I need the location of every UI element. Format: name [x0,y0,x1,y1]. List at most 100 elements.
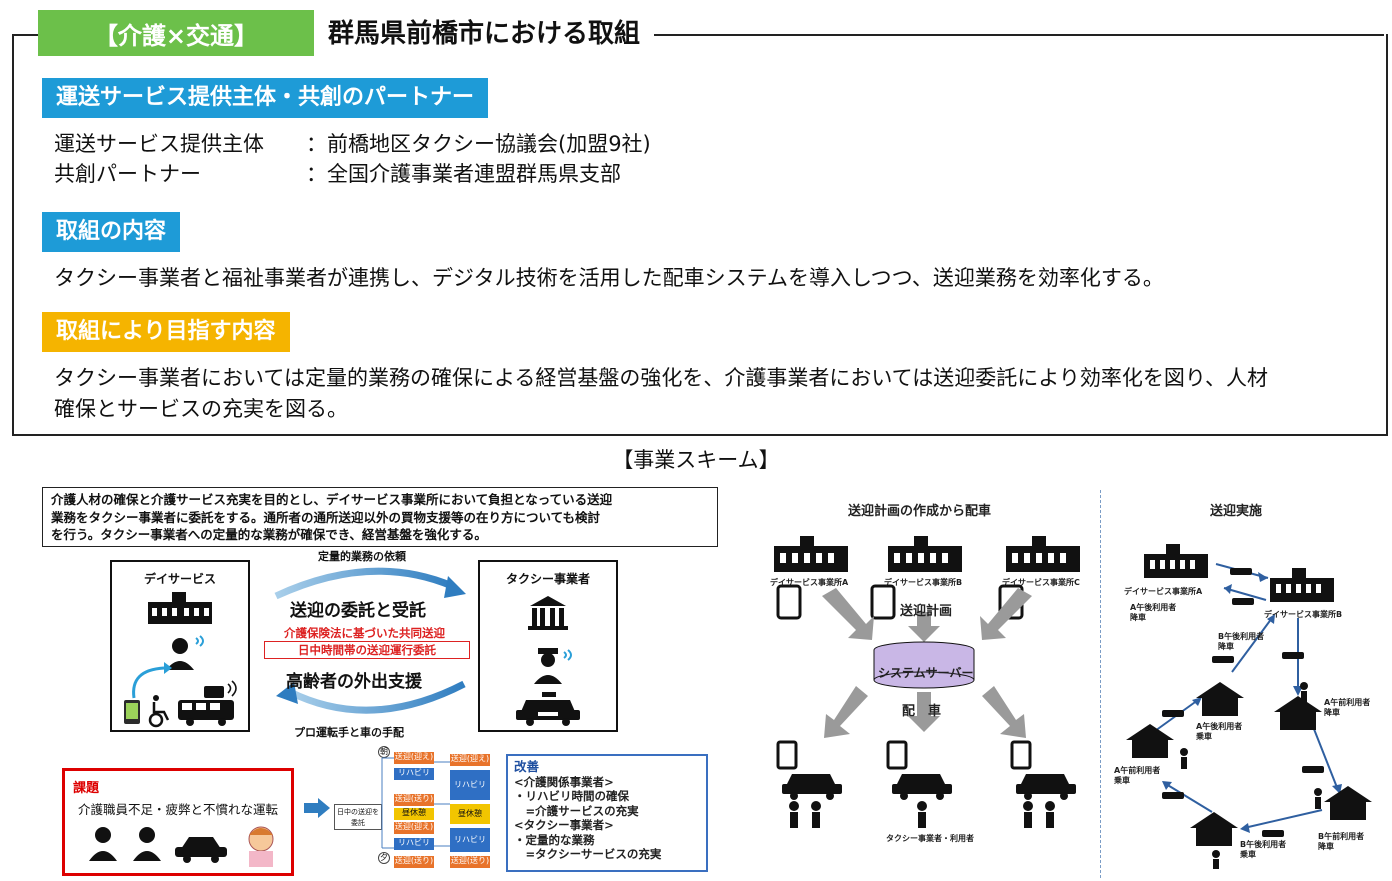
panel-divider [1100,490,1101,878]
taxi-icon [1010,740,1076,800]
sched-left-2: リハビリ [394,768,434,780]
sched-right-3: 昼休憩 [450,804,490,824]
page-title: 群馬県前橋市における取組 [314,14,655,54]
arrow-icon [824,686,1026,738]
improvement-line: ・リハビリ時間の確保 [514,789,629,803]
commission-label: 送迎の委託と受託 [290,601,426,621]
house-icon [1126,724,1174,758]
caregiver-icon [166,635,204,670]
elderly-support-label: 高齢者の外出支援 [286,672,422,692]
improvement-line: <タクシー事業者> [514,818,614,832]
building-icon [1144,544,1208,578]
building-icon [888,536,962,572]
dispatch-diagram [774,536,1080,828]
schedule-arrow [304,798,330,818]
sched-right-2: リハビリ [450,770,490,800]
partner-value-2: ：全国介護事業者連盟群馬県支部 [306,162,621,186]
header-rule [12,34,1384,36]
exec-b-pm-dropoff: B午後利用者 降車 [1218,632,1265,651]
intro-line: を行う。タクシー事業者への定量的な業務が確保でき、経営基盤を強化する。 [51,527,487,542]
house-icon [1196,682,1244,716]
sched-right-5: 送迎(送り) [450,856,490,868]
execution-title: 送迎実施 [1210,504,1263,519]
section-label-content: 取組の内容 [42,212,181,252]
tablet-icon [870,584,896,620]
tired-worker-icon [248,826,274,867]
house-icon [1324,786,1372,820]
car-icon [175,837,227,863]
daytime-commission-label: 日中時間帯の送迎運行委託 [264,641,470,659]
dayservice-title: デイサービス [143,572,216,586]
scheme-title: 【事業スキーム】 [612,448,780,472]
sched-left-5: 送迎(迎え) [394,822,434,834]
dispatch-facility-a: デイサービス事業所A [770,578,849,587]
content-text: タクシー事業者と福祉事業者が連携し、デジタル技術を活用した配車システムを導入しつ… [54,266,1164,290]
elderly-user-icon [789,801,1055,828]
van-icon [178,680,237,726]
wheelchair-icon [148,695,170,728]
improvement-line: =タクシーサービスの充実 [514,847,662,861]
dispatch-facility-b: デイサービス事業所B [884,578,963,587]
intro-line: 業務をタクシー事業者に委託をする。通所者の通所送迎以外の買物支援等の在り方につい… [51,509,601,525]
exec-a-am-dropoff: A午前利用者 降車 [1324,698,1371,717]
goal-text-line2: 確保とサービスの充実を図る。 [54,397,348,421]
category-tag: 【介護×交通】 [38,10,314,56]
exec-a-pm-pickup: A午後利用者 乗車 [1196,722,1243,741]
staff-icon [133,827,161,861]
improvement-line: <介護関係事業者> [514,774,614,789]
partner-value-1: ：前橋地区タクシー協議会(加盟9社) [306,132,651,156]
intro-line: 介護人材の確保と介護サービス充実を目的とし、デイサービス事業所において負担となっ… [51,492,613,507]
scheme-intro: 介護人材の確保と介護サービス充実を目的とし、デイサービス事業所において負担となっ… [42,487,718,547]
route-arrowheads [1162,572,1342,833]
section-label-partners: 運送サービス提供主体・共創のパートナー [42,78,489,118]
taxi-icon [886,740,952,800]
cycle-arrows [274,567,466,714]
dispatch-taxi-user-label: タクシー事業者・利用者 [886,834,974,843]
issue-title: 課題 [73,781,100,796]
taxi-icon [776,740,842,800]
taxi-company-title: タクシー事業者 [505,572,590,586]
taxi-company-illustration [516,596,580,726]
dispatch-title: 送迎計画の作成から配車 [848,504,992,519]
sched-right-1: 送迎(迎え) [450,754,490,766]
taxi-company-box: タクシー事業者 [478,560,618,732]
dayservice-illustration [124,592,237,728]
exec-b-am-dropoff: B午前利用者 降車 [1318,832,1365,851]
dispatch-server-label: システムサーバー [878,666,974,680]
arrow-icon [822,588,1032,642]
bank-building-icon [528,596,568,630]
partner-key-2: 共創パートナー [54,162,201,186]
exec-a-am-pickup: A午前利用者 乗車 [1114,766,1161,785]
building-icon [1270,568,1334,602]
route-arrows [1147,563,1339,829]
section-label-goal: 取組により目指す内容 [42,312,290,352]
sched-left-1: 送迎(迎え) [394,752,434,764]
sched-left-7: 送迎(送り) [394,856,434,868]
improvement-line: ・定量的な業務 [514,832,595,847]
taxi-car-icon [516,692,580,726]
dispatch-haisha-label: 配 車 [902,704,942,719]
partner-key-1: 運送サービス提供主体 [54,132,264,156]
improvement-box: 改善 <介護関係事業者> ・リハビリ時間の確保 =介護サービスの充実 <タクシー… [506,754,708,872]
sched-left-6: リハビリ [394,838,434,850]
taxi-driver-icon [534,648,572,684]
issue-text: 介護職員不足・疲弊と不慣れな運転 [77,802,278,817]
elderly-user-icon [1180,682,1322,869]
transfer-arrow-icon [132,662,172,699]
sched-left-4: 昼休憩 [394,808,434,820]
staff-icon [89,827,117,861]
sched-right-4: リハビリ [450,828,490,852]
phone-icon [124,700,140,724]
insurance-label: 介護保険法に基づいた共同送迎 [284,626,445,640]
schedule-connectors [381,757,450,849]
issue-box: 課題 介護職員不足・疲弊と不慣れな運転 [62,768,294,876]
goal-text-line1: タクシー事業者においては定量的業務の確保による経営基盤の強化を、介護事業者におい… [54,366,1269,390]
dispatch-facility-c: デイサービス事業所C [1002,578,1080,587]
car-icon [1162,568,1324,837]
building-icon [1006,536,1080,572]
improvement-line: =介護サービスの充実 [514,803,639,818]
tablet-icon [776,584,802,620]
summary-box [12,34,1388,436]
building-icon [774,536,848,572]
house-icon [1190,812,1238,846]
